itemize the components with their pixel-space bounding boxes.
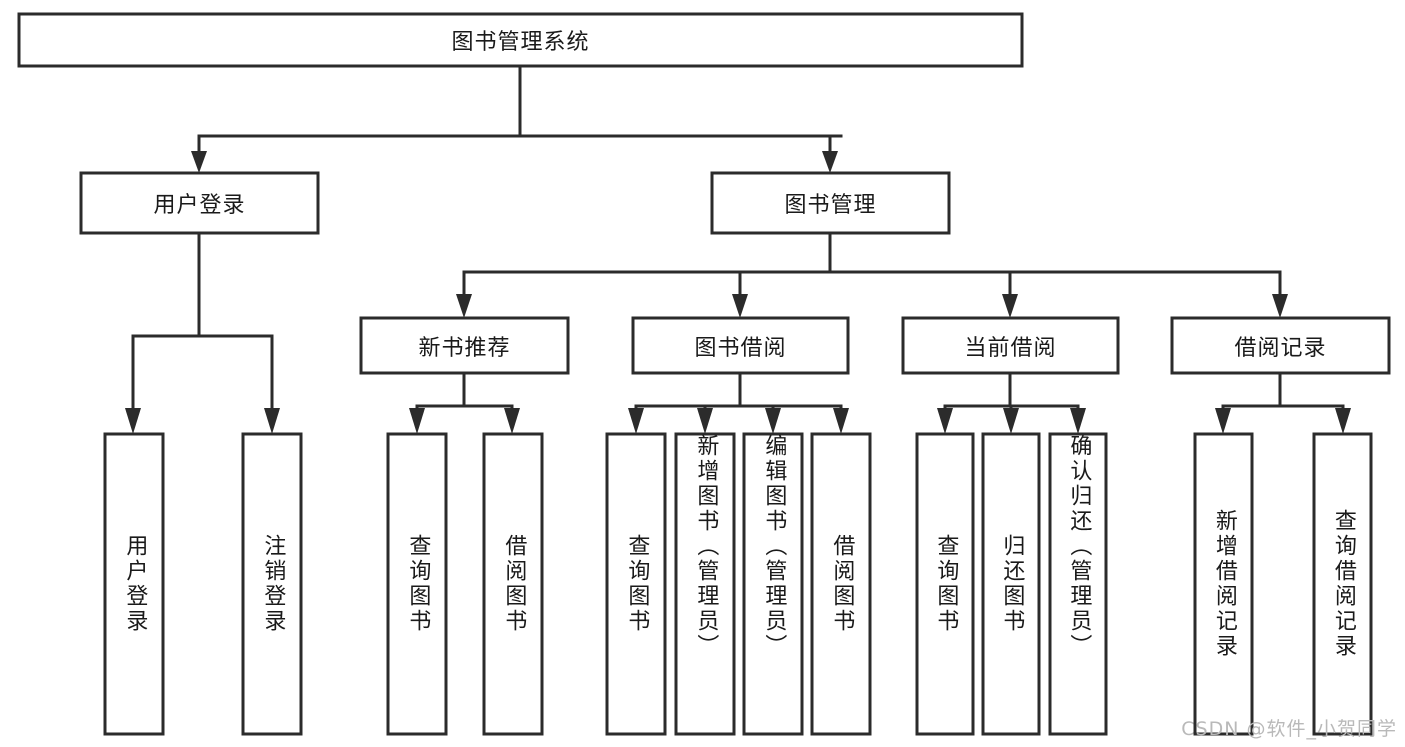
arrow-to-leaf-add-record [1215, 408, 1231, 434]
arrow-to-leaf-user-login [125, 408, 141, 434]
edges-new-book-recommend-to-leaves [409, 371, 520, 434]
node-box-book-borrow[interactable] [631, 316, 850, 375]
node-box-leaf-edit-book[interactable] [742, 432, 804, 736]
node-box-book-management[interactable] [710, 171, 951, 235]
arrow-to-leaf-logout [264, 408, 280, 434]
arrow-to-leaf-query-book-3 [937, 408, 953, 434]
arrow-to-leaf-edit-book [765, 408, 781, 434]
edges-root-to-level2 [191, 65, 843, 173]
arrow-to-leaf-return-book [1003, 408, 1019, 434]
arrow-to-book-borrow [732, 294, 748, 318]
arrow-to-leaf-borrow-book-2 [833, 408, 849, 434]
edges-borrow-record-to-leaves [1215, 371, 1351, 434]
edges-current-borrow-to-leaves [937, 371, 1086, 434]
node-box-new-book-recommend[interactable] [359, 316, 570, 375]
arrow-to-leaf-query-record [1335, 408, 1351, 434]
arrow-to-new-book-recommend [456, 294, 472, 318]
arrow-to-leaf-borrow-book-1 [504, 408, 520, 434]
node-box-leaf-query-book-2[interactable] [605, 432, 667, 736]
arrow-to-book-management [822, 151, 838, 173]
node-box-current-borrow[interactable] [901, 316, 1120, 375]
arrow-to-borrow-record [1272, 294, 1288, 318]
arrow-to-leaf-query-book-1 [409, 408, 425, 434]
node-box-root[interactable] [17, 12, 1024, 68]
node-box-borrow-record[interactable] [1170, 316, 1391, 375]
arrow-to-current-borrow [1002, 294, 1018, 318]
arrow-to-leaf-query-book-2 [628, 408, 644, 434]
node-box-leaf-borrow-book-1[interactable] [482, 432, 544, 736]
node-box-leaf-confirm-return[interactable] [1048, 432, 1108, 736]
node-box-leaf-return-book[interactable] [981, 432, 1041, 736]
node-box-leaf-add-record[interactable] [1193, 432, 1254, 736]
arrow-to-leaf-add-book [697, 408, 713, 434]
node-box-leaf-query-record[interactable] [1312, 432, 1373, 736]
node-box-user-login[interactable] [79, 171, 320, 235]
node-box-leaf-user-login[interactable] [103, 432, 165, 736]
node-box-leaf-borrow-book-2[interactable] [810, 432, 872, 736]
edges-book-management-to-level3 [456, 231, 1288, 318]
node-box-leaf-logout[interactable] [241, 432, 303, 736]
arrow-to-user-login [191, 151, 207, 173]
edges-user-login-to-leaves [125, 231, 280, 434]
arrow-to-leaf-confirm-return [1070, 408, 1086, 434]
csdn-watermark: CSDN @软件_小贺同学 [1181, 718, 1397, 740]
edges-book-borrow-to-leaves [628, 371, 849, 434]
node-box-leaf-add-book[interactable] [674, 432, 736, 736]
node-box-leaf-query-book-3[interactable] [915, 432, 975, 736]
node-box-leaf-query-book-1[interactable] [386, 432, 448, 736]
